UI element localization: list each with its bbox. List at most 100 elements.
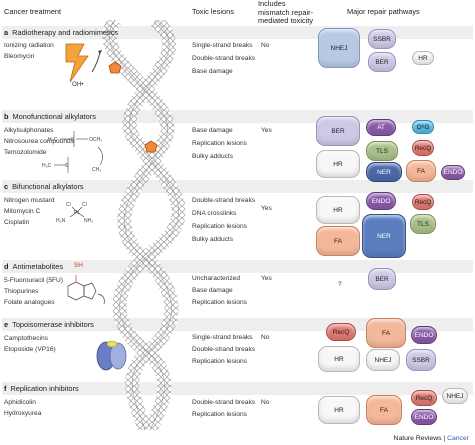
agent: Ionizing radiation	[4, 42, 54, 49]
mismatch-value: Yes	[261, 205, 272, 212]
svg-text:H₃C: H₃C	[42, 163, 52, 169]
pathway-ner: NER	[362, 214, 406, 258]
agent: Cisplatin	[4, 219, 30, 226]
svg-text:H₃N: H₃N	[56, 218, 66, 224]
section-d-letter: d	[4, 262, 9, 271]
dna-helix-illustration	[102, 20, 186, 430]
section-e-title-text: Topoisomerase inhibitors	[12, 320, 94, 329]
pathway-recq: RecQ	[326, 323, 356, 341]
section-c-title-text: Bifunctional alkylators	[12, 182, 84, 191]
pathway-ssbr: SSBR	[406, 349, 436, 371]
lesion: DNA crosslinks	[192, 210, 237, 217]
pathway-recq: RecQ	[412, 140, 434, 156]
svg-text:S: S	[65, 163, 69, 169]
pathway-ber: BER	[316, 116, 360, 146]
lesion-marker-a	[108, 61, 122, 74]
pathway-hr: HR	[412, 51, 434, 65]
header-mismatch: Includes mismatch repair-mediated toxici…	[258, 0, 314, 25]
lesion-marker-b	[144, 140, 158, 153]
agent: Nitrogen mustard	[4, 197, 55, 204]
agent: 5-Fluorouracil (5FU)	[4, 277, 63, 284]
agent: Temozolomide	[4, 149, 47, 156]
section-b-title-text: Monofunctional alkylators	[12, 112, 96, 121]
credit-separator: |	[441, 435, 448, 442]
agent: Hydroxyurea	[4, 410, 42, 417]
pathway-tls: TLS	[410, 214, 436, 234]
lesion: Single-strand breaks	[192, 42, 253, 49]
mismatch-value: No	[261, 399, 270, 406]
pathway-hr: HR	[316, 196, 360, 224]
section-f-title-text: Replication inhibitors	[10, 384, 79, 393]
pathway-hr: HR	[318, 346, 360, 372]
svg-text:OCH₃: OCH₃	[89, 137, 102, 143]
journal-credit: Nature Reviews | Cancer	[394, 435, 469, 442]
mismatch-value: Yes	[261, 275, 272, 282]
pathway-tls: TLS	[366, 141, 398, 161]
lesion: Base damage	[192, 127, 233, 134]
section-f-letter: f	[4, 384, 7, 393]
lesion: Bulky adducts	[192, 236, 234, 243]
pathway-nhej: NHEJ	[318, 28, 360, 68]
pathway-endo: ENDO	[441, 165, 465, 180]
mismatch-value: No	[261, 42, 270, 49]
thiol-label: SH	[74, 262, 83, 269]
lesion: Single-strand breaks	[192, 334, 253, 341]
lesion: Double-strand breaks	[192, 346, 256, 353]
pathway-recq: RecQ	[412, 194, 434, 210]
lesion: Replication lesions	[192, 223, 247, 230]
pathway-at: AT	[366, 119, 396, 136]
pathway-ner: NER	[366, 162, 402, 182]
pathway-nhej: NHEJ	[442, 388, 468, 404]
svg-text:Pt: Pt	[74, 210, 79, 216]
journal-section: Cancer	[447, 435, 469, 442]
pathway-endo: ENDO	[366, 192, 396, 210]
thiopurine-structure-icon	[67, 275, 105, 305]
pathway-ssbr: SSBR	[368, 29, 396, 49]
pathway-endo: ENDO	[411, 409, 437, 425]
lesion: Base damage	[192, 287, 233, 294]
section-c-letter: c	[4, 182, 9, 191]
band-c	[2, 180, 473, 193]
svg-text:Cl: Cl	[82, 202, 87, 208]
header-major-repair-pathways: Major repair pathways	[347, 7, 420, 16]
lesion: Double-strand breaks	[192, 197, 256, 204]
pathway-fa: FA	[366, 318, 406, 348]
mismatch-value: Yes	[261, 127, 272, 134]
svg-text:CH₃: CH₃	[92, 167, 101, 173]
lesion: Replication lesions	[192, 411, 247, 418]
lesion: Double-strand breaks	[192, 55, 256, 62]
agent: Camptothecins	[4, 335, 48, 342]
svg-text:Cl: Cl	[66, 202, 71, 208]
lightning-bolt-icon	[65, 43, 102, 83]
lesion: Uncharacterized	[192, 275, 241, 282]
journal-name: Nature Reviews	[393, 435, 442, 442]
agent: Aphidicolin	[4, 399, 36, 406]
lesion: Base damage	[192, 68, 233, 75]
pathway-recq: RecQ	[411, 390, 437, 406]
agent: Alkylsulphonates	[4, 127, 54, 134]
unknown-pathway: ?	[338, 281, 342, 288]
section-a-letter: a	[4, 28, 9, 37]
header-cancer-treatment: Cancer treatment	[4, 7, 62, 16]
pathway-fa: FA	[316, 226, 360, 256]
band-d	[2, 260, 473, 273]
agent: Nitrosourea compounds	[4, 138, 75, 145]
pathway-nhej: NHEJ	[366, 349, 400, 371]
pathway-endo: ENDO	[411, 326, 437, 344]
agent: Etoposide (VP16)	[4, 346, 56, 353]
header-toxic-lesions: Toxic lesions	[192, 7, 234, 16]
section-e-letter: e	[4, 320, 9, 329]
pathway-ber: BER	[368, 268, 396, 290]
lesion: Bulky adducts	[192, 153, 234, 160]
pathway-hr: HR	[318, 396, 360, 424]
svg-text:H₃C: H₃C	[48, 137, 58, 143]
mismatch-value: No	[261, 334, 270, 341]
topoisomerase-enzyme-icon	[96, 340, 127, 371]
